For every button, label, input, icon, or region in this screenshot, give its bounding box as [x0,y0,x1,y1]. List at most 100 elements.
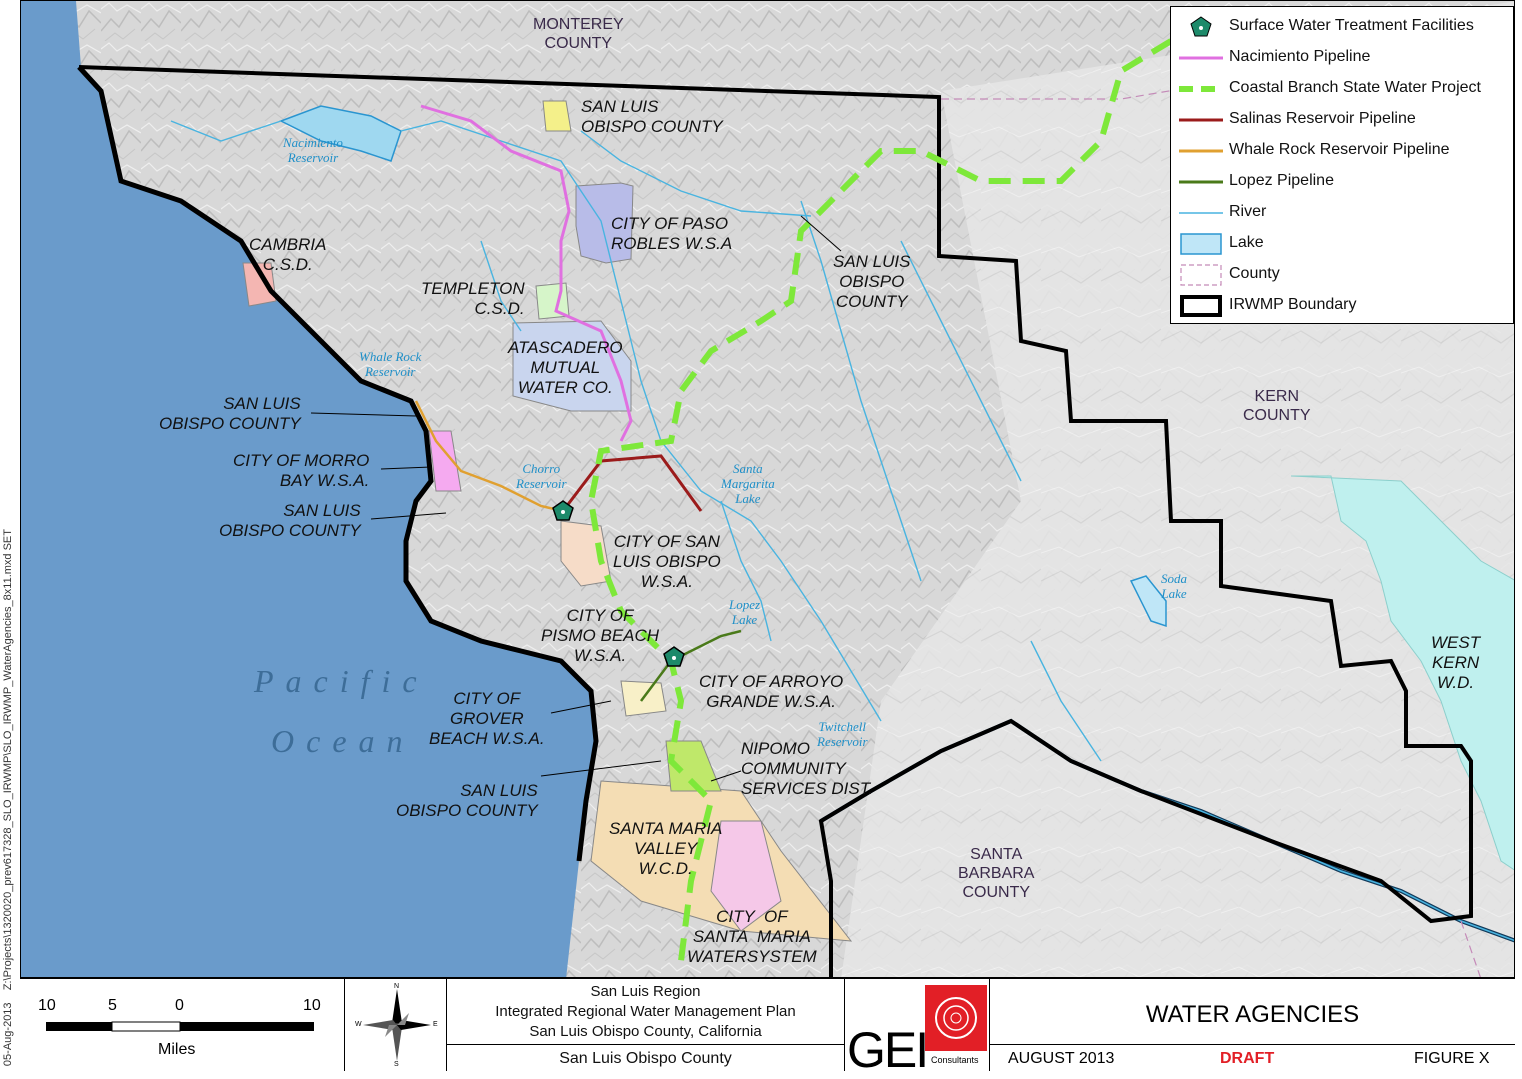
agency-label-grover-beach: CITY OF GROVER BEACH W.S.A. [429,689,545,748]
scale-tick: 10 [303,997,321,1014]
file-path-sidebar: 05-Aug-2013 Z:\Projects\1320020_prev6173… [0,0,20,1070]
lopez-pipeline [640,629,742,702]
water-label-twitchell: Twitchell Reservoir [817,719,868,749]
compass-w: W [355,1021,362,1028]
water-label-chorro: Chorro Reservoir [516,461,567,491]
legend-item-river: River [1171,199,1515,227]
project-title-line1: San Luis Region [590,983,701,1000]
figure-number: FIGURE X [1414,1050,1490,1067]
pentagon-icon [1190,16,1212,37]
project-title-line4: San Luis Obispo County [559,1050,732,1067]
agency-label-cambria: CAMBRIA C.S.D. [249,235,327,274]
ocean-label-pacific: Pacific [254,663,429,699]
gei-logo-sub: Consultants [931,1055,979,1065]
nacimiento-lake [279,105,402,162]
compass-cell: N S W E [345,979,447,1071]
agency-label-west-kern: WEST KERN W.D. [1431,633,1481,692]
file-path-text: 05-Aug-2013 Z:\Projects\1320020_prev6173… [2,529,16,1066]
leader-lines [310,215,842,782]
legend-label: Surface Water Treatment Facilities [1229,17,1474,34]
agency-label-slo-county-south: SAN LUIS OBISPO COUNTY [396,781,538,820]
scale-tick: 10 [38,997,56,1014]
rivers [170,120,1102,762]
legend-item-salinas: Salinas Reservoir Pipeline [1171,106,1515,134]
map-legend: Surface Water Treatment Facilities Nacim… [1170,6,1514,324]
compass-s: S [394,1061,399,1068]
legend-item-coastal-branch: Coastal Branch State Water Project [1171,75,1515,103]
county-line-south [1460,920,1481,977]
agency-label-templeton: TEMPLETON C.S.D. [421,279,525,318]
legend-label: County [1229,265,1280,282]
compass-e: E [433,1021,438,1028]
lake-icon [1180,233,1222,255]
slo-county-area [542,100,572,132]
west-kern-area [1290,475,1514,871]
whale-rock-pipeline [414,400,564,513]
legend-item-county: County [1171,261,1515,289]
ocean-label-ocean: Ocean [271,723,415,759]
coastal-branch-swp [587,38,1173,962]
legend-item-nacimiento: Nacimiento Pipeline [1171,44,1515,72]
county-icon [1180,264,1222,286]
line-icon [1179,180,1223,184]
project-title-line2: Integrated Regional Water Management Pla… [495,1003,796,1020]
dashed-line-icon [1179,86,1223,92]
water-label-soda: Soda Lake [1161,571,1187,601]
legend-label: River [1229,203,1267,220]
agency-label-santa-maria-city: CITY OF SANTA MARIA WATERSYSTEM [687,907,817,966]
legend-item-lake: Lake [1171,230,1515,258]
agency-label-slo-county-east: SAN LUIS OBISPO COUNTY [833,252,911,311]
agency-label-slo-county-west1: SAN LUIS OBISPO COUNTY [159,394,301,433]
figure-status: DRAFT [1220,1050,1275,1067]
legend-label: Whale Rock Reservoir Pipeline [1229,141,1450,158]
agency-label-atascadero: ATASCADERO MUTUAL WATER CO. [508,338,623,397]
sidebar-path: Z:\Projects\1320020_prev617328_SLO_IRWMP… [2,528,14,991]
county-label-santa-barbara: SANTA BARBARA COUNTY [958,846,1035,901]
line-icon [1179,149,1223,153]
nacimiento-pipeline [420,104,633,442]
agency-label-nipomo: NIPOMO COMMUNITY SERVICES DIST. [741,739,874,798]
line-icon [1179,118,1223,122]
gei-logo-text: GEI [847,1022,929,1078]
ocean [21,1,596,977]
project-title-cell: San Luis Region Integrated Regional Wate… [447,979,845,1071]
figure-divider [990,1044,1515,1045]
irwmp-coast-boundary [77,65,599,862]
line-icon [1179,56,1223,60]
compass-rose-icon [363,989,431,1061]
county-line-north [941,88,1182,100]
scale-tick: 5 [108,997,117,1014]
irwmp-boundary [78,65,1473,977]
agency-label-arroyo-grande: CITY OF ARROYO GRANDE W.S.A. [699,672,844,711]
boundary-icon [1180,295,1222,317]
scale-tick: 0 [175,997,184,1014]
water-label-nacimiento: Nacimiento Reservoir [283,135,343,165]
title-block: 10 5 0 10 Miles N S W E San Luis Region … [20,978,1515,1078]
county-label-monterey: MONTEREY COUNTY [533,16,624,52]
paso-robles-area [575,182,634,264]
figure-title: WATER AGENCIES [1145,1001,1360,1028]
agency-label-morro-bay: CITY OF MORRO BAY W.S.A. [233,451,370,490]
legend-label: Nacimiento Pipeline [1229,48,1371,65]
legend-label: Coastal Branch State Water Project [1229,79,1481,96]
legend-label: Lopez Pipeline [1229,172,1334,189]
river-icon [1179,212,1223,214]
legend-item-irwmp: IRWMP Boundary [1171,292,1515,320]
agency-label-city-slo: CITY OF SAN LUIS OBISPO W.S.A. [613,532,721,591]
sidebar-date: 05-Aug-2013 [2,1002,14,1066]
soda-lake [1129,575,1167,628]
gei-logo-icon [925,985,987,1051]
agency-label-slo-county-north: SAN LUIS OBISPO COUNTY [581,97,723,136]
legend-label: IRWMP Boundary [1229,296,1357,313]
water-label-whale-rock: Whale Rock Reservoir [359,349,422,379]
cambria-area [242,262,277,307]
scale-bar-cell: 10 5 0 10 Miles [20,979,345,1071]
agency-label-slo-county-west2: SAN LUIS OBISPO COUNTY [219,501,361,540]
legend-label: Lake [1229,234,1264,251]
scale-unit: Miles [158,1041,196,1058]
legend-item-whale-rock: Whale Rock Reservoir Pipeline [1171,137,1515,165]
salinas-pipeline [561,454,703,512]
nipomo-area [665,740,722,792]
county-label-kern: KERN COUNTY [1243,388,1311,424]
atascadero-area [512,320,632,412]
